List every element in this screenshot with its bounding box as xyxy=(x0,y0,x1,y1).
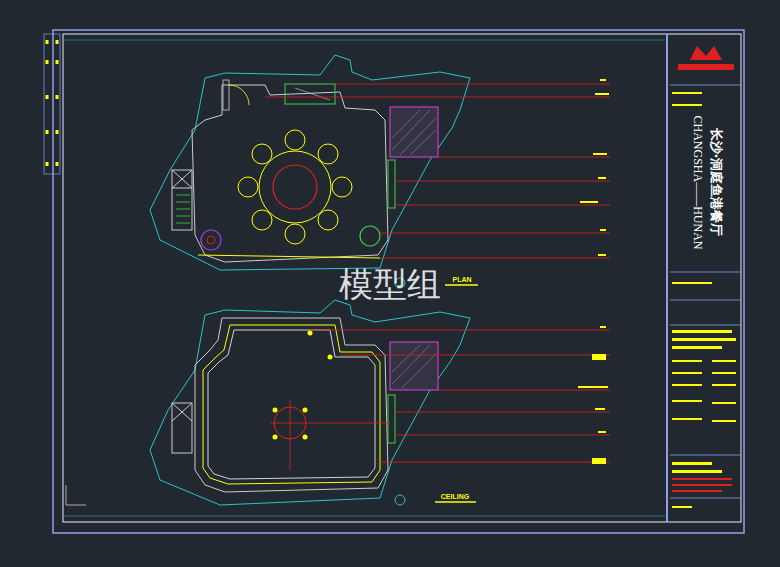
drawing-title: PLAN xyxy=(452,276,471,283)
drawing-title: CEILING xyxy=(441,493,469,500)
project-title-en: CHANGSHA——HUNAN xyxy=(689,115,704,249)
project-title-cn: 长沙·洞庭鱼港餐厅 xyxy=(707,128,725,237)
watermark: 模型组 xyxy=(339,262,441,308)
